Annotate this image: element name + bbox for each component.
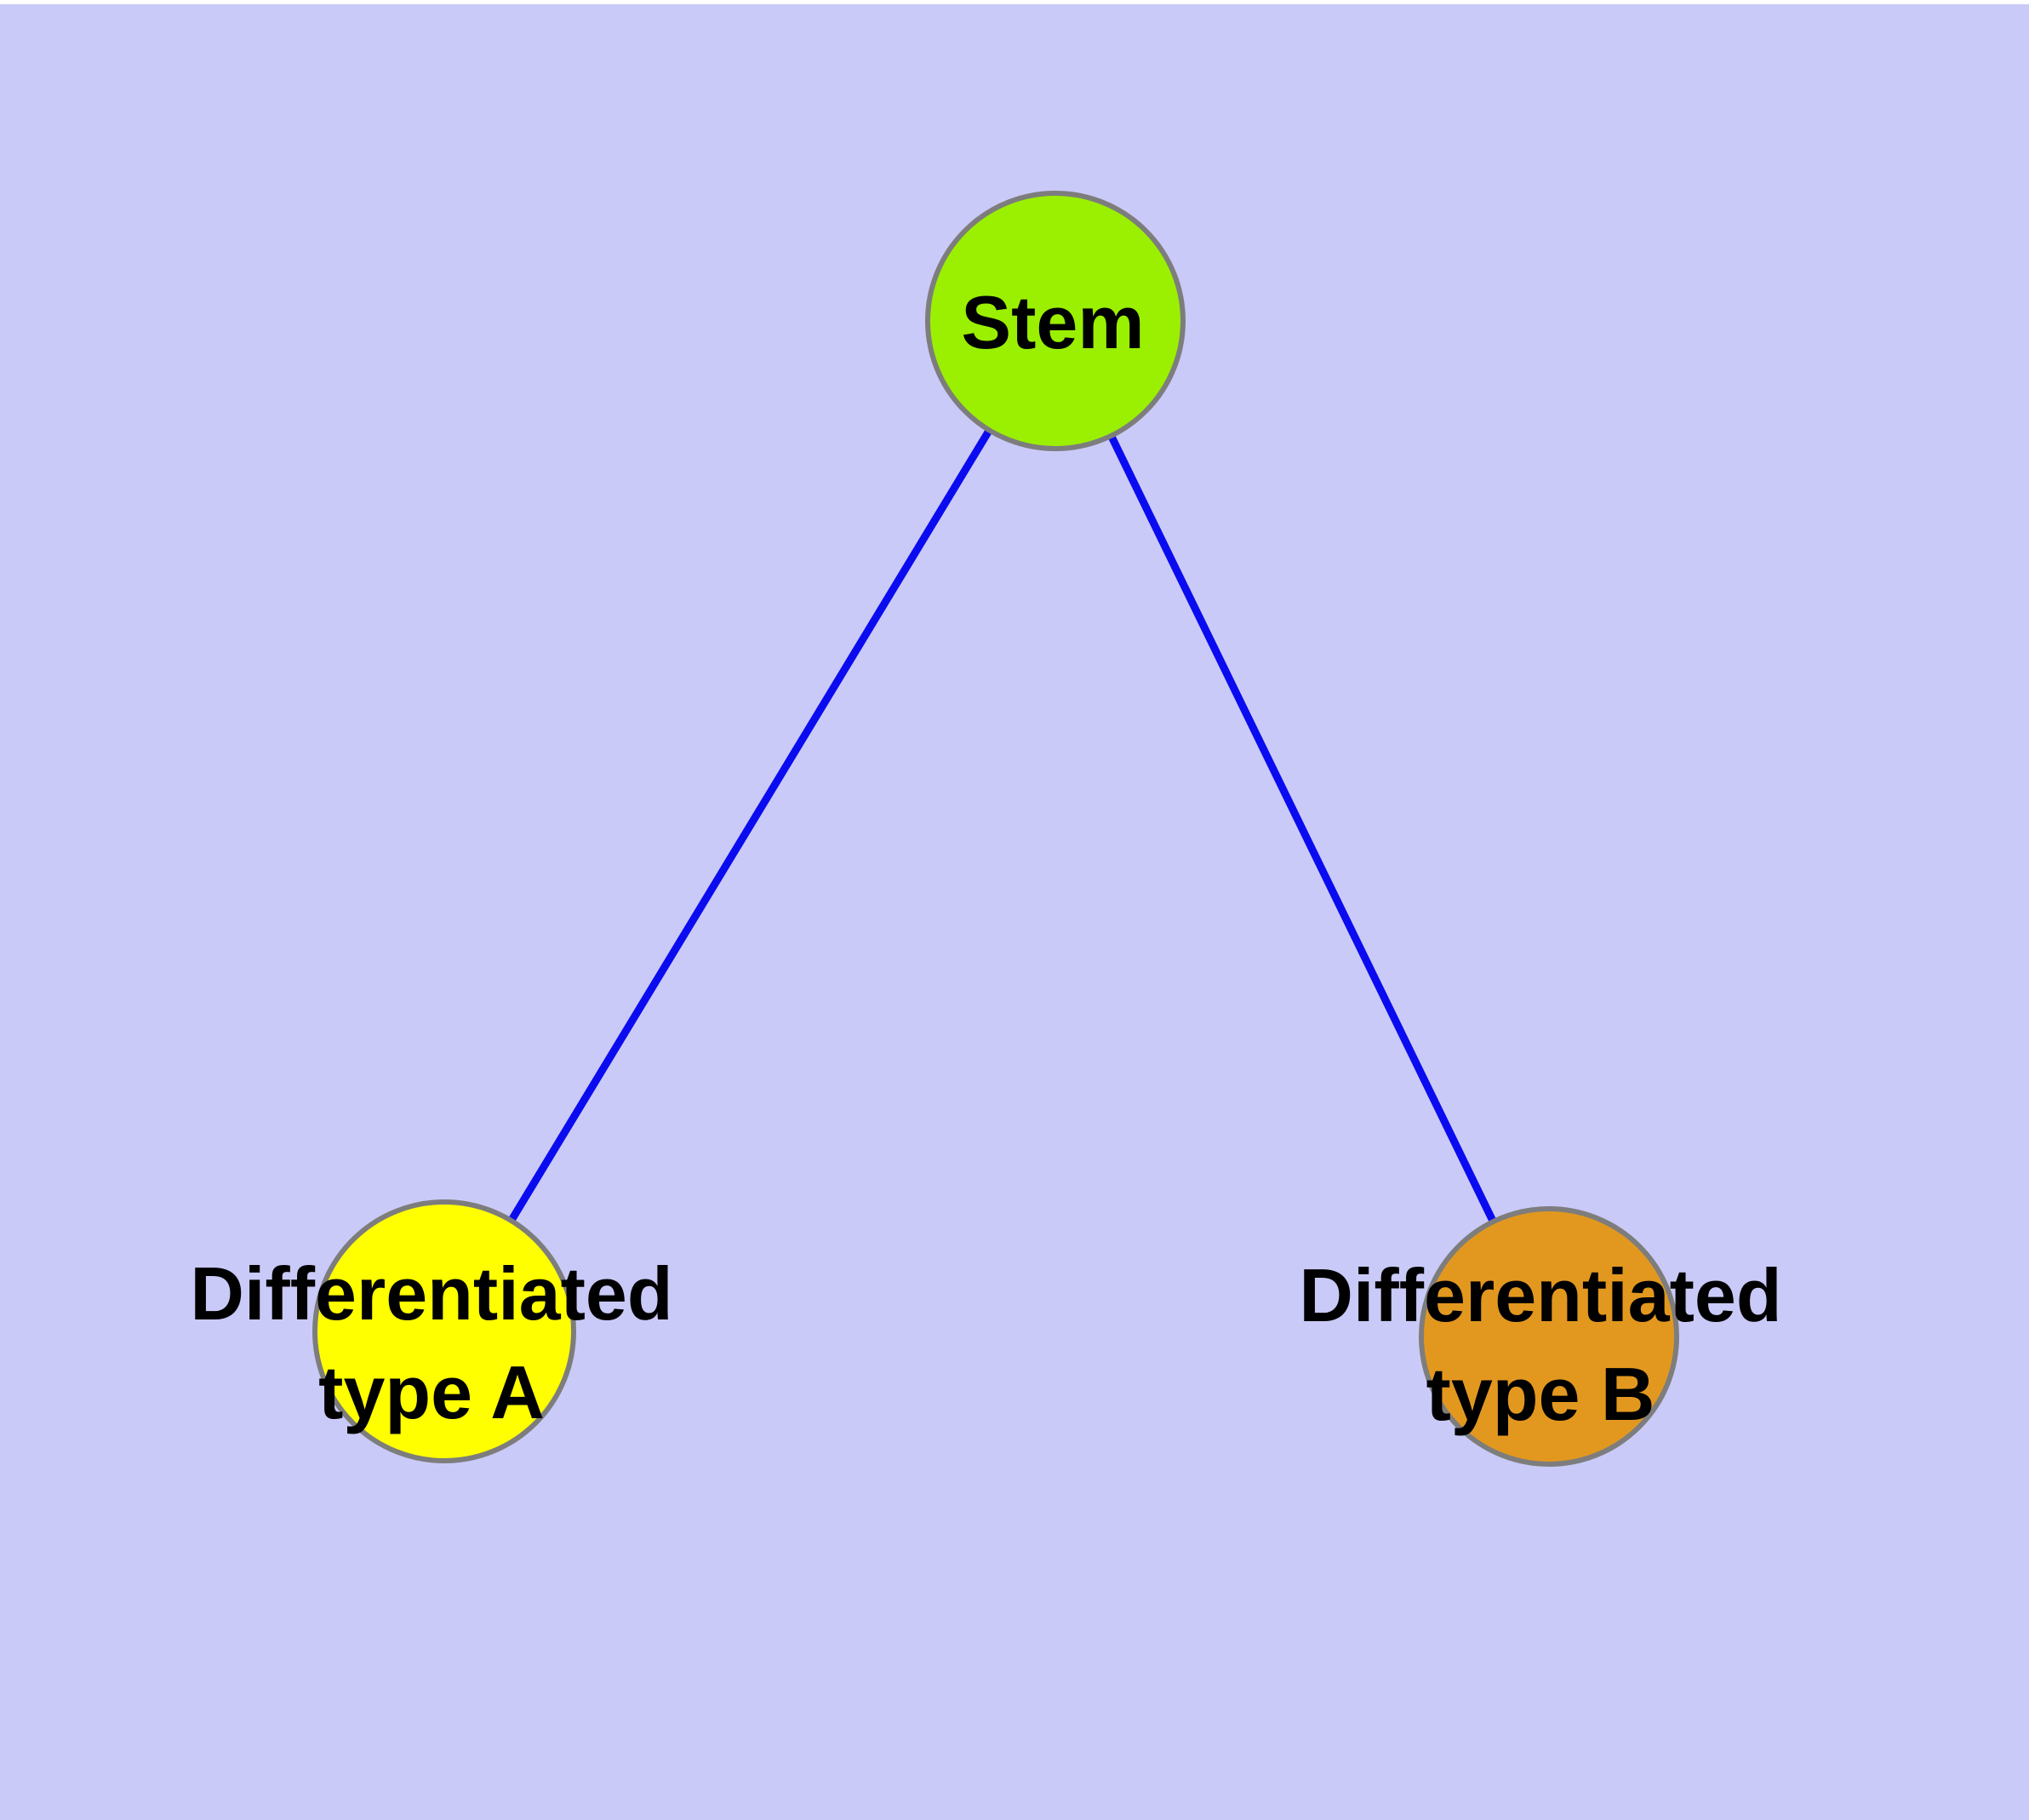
node-stem[interactable] — [925, 191, 1186, 451]
edge-stem-to-type-b — [1051, 319, 1553, 1338]
node-differentiated-type-a[interactable] — [312, 1199, 576, 1463]
edge-stem-to-type-a — [441, 318, 1059, 1334]
node-differentiated-type-b[interactable] — [1419, 1206, 1679, 1467]
